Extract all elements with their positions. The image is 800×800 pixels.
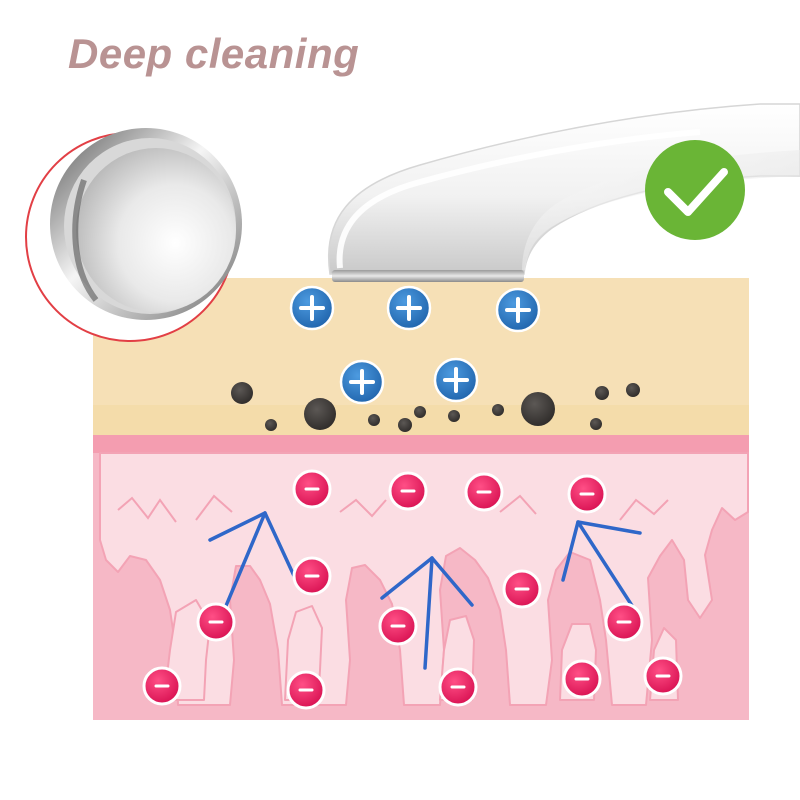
dermis-top-band (93, 435, 749, 453)
minus-circle-icon (378, 606, 418, 646)
plus-circle-icon (433, 357, 479, 403)
dirt-particle (231, 382, 253, 404)
minus-circle-icon (142, 666, 182, 706)
negative-ions (142, 469, 683, 710)
dirt-particle (368, 414, 380, 426)
ion-flow-arrow (208, 511, 267, 542)
minus-circle-icon (464, 472, 504, 512)
dirt-particle (626, 383, 640, 397)
ion-flow-arrow (576, 520, 642, 535)
positive-ions (289, 285, 541, 405)
dirt-particle (448, 410, 460, 422)
plus-circle-icon (495, 287, 541, 333)
dirt-particle (521, 392, 555, 426)
metal-disc-icon (50, 128, 242, 320)
title: Deep cleaning (68, 30, 360, 77)
minus-circle-icon (292, 556, 332, 596)
ion-flow-arrow (423, 556, 434, 670)
dirt-particle (414, 406, 426, 418)
ion-flow-arrows (208, 511, 642, 670)
dirt-particle (590, 418, 602, 430)
plus-circle-icon (339, 359, 385, 405)
minus-circle-icon (286, 670, 326, 710)
dirt-particle (492, 404, 504, 416)
dirt-particle (265, 419, 277, 431)
dirt-particles (231, 382, 640, 432)
checkmark-icon (645, 140, 745, 240)
dermis-texture (117, 494, 669, 523)
dirt-particle (595, 386, 609, 400)
minus-circle-icon (562, 659, 602, 699)
minus-circle-icon (292, 469, 332, 509)
device-head-inset (25, 128, 242, 342)
minus-circle-icon (388, 471, 428, 511)
minus-circle-icon (643, 656, 683, 696)
minus-circle-icon (567, 474, 607, 514)
minus-circle-icon (604, 602, 644, 642)
dirt-particle (304, 398, 336, 430)
device-metal-band (332, 270, 524, 282)
minus-circle-icon (502, 569, 542, 609)
plus-circle-icon (386, 285, 432, 331)
dirt-particle (398, 418, 412, 432)
minus-circle-icon (438, 667, 478, 707)
plus-circle-icon (289, 285, 335, 331)
minus-circle-icon (196, 602, 236, 642)
